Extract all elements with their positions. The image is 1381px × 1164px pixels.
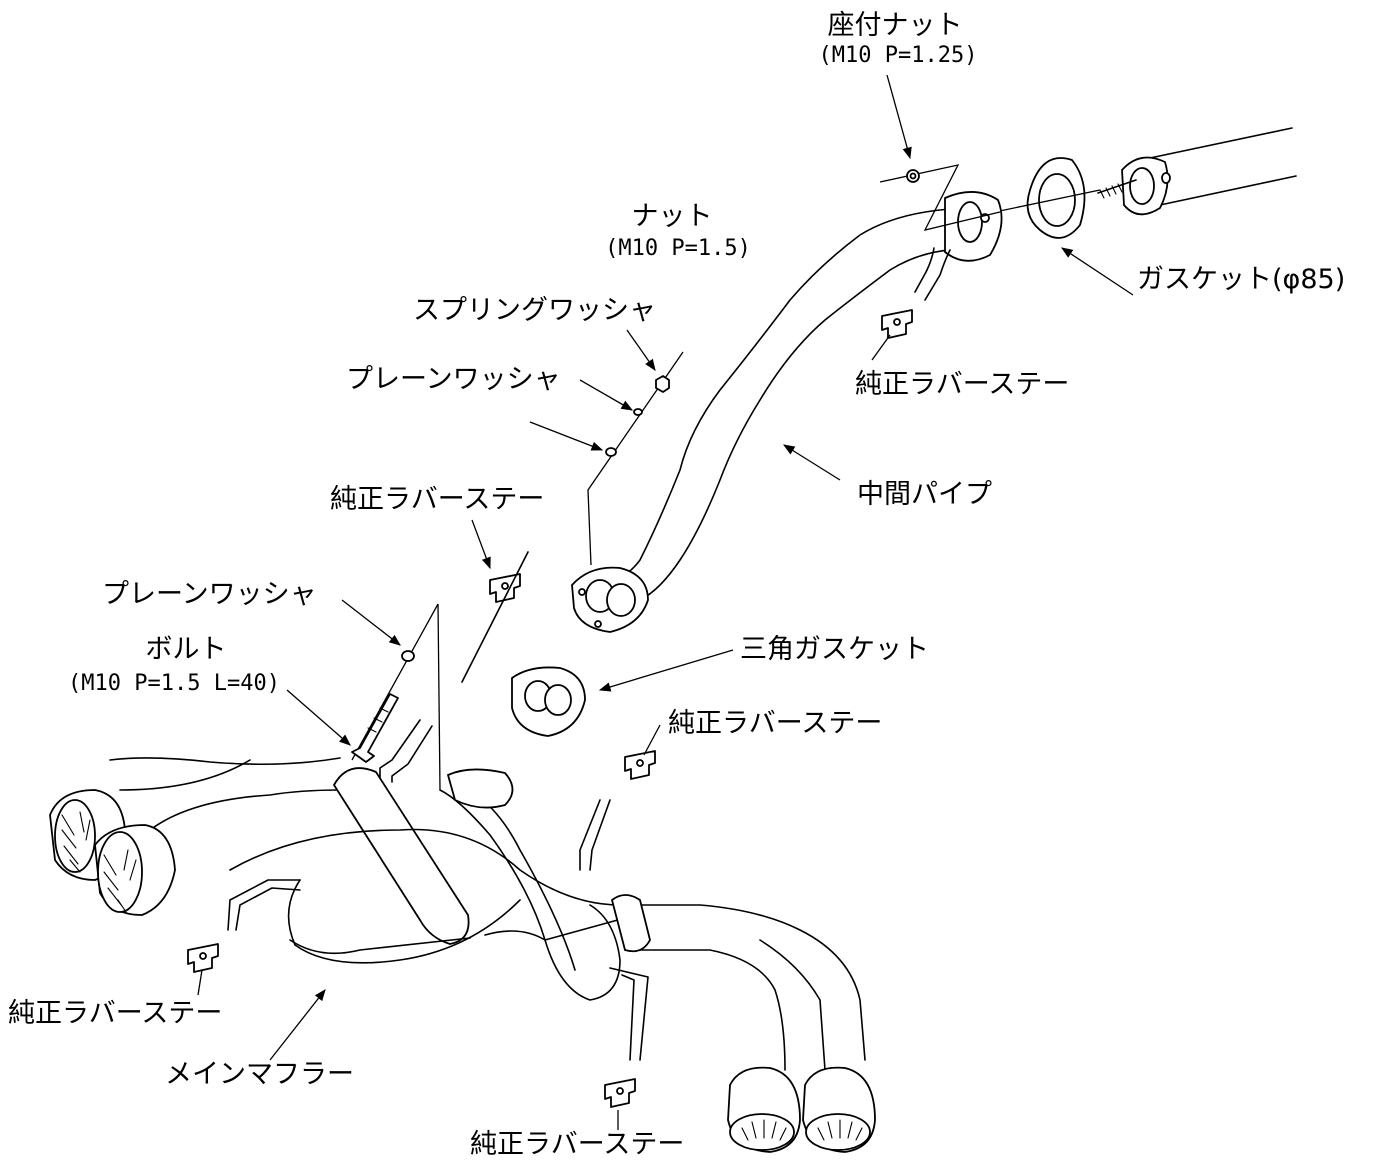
rubber-stay-label-2: 純正ラバーステー <box>330 484 544 515</box>
flange-nut-label: 座付ナット <box>828 10 963 41</box>
nut-spec: (M10 P=1.5) <box>605 236 751 261</box>
center-pipe <box>571 191 1003 633</box>
labels: 座付ナット (M10 P=1.25) ナット (M10 P=1.5) スプリング… <box>8 10 1345 1160</box>
rubber-stay-part <box>187 309 913 1108</box>
main-muffler-part <box>49 719 876 1153</box>
main-muffler-label: メインマフラー <box>165 1059 354 1090</box>
rubber-stay-label-5: 純正ラバーステー <box>470 1129 684 1160</box>
bolt-part <box>351 603 441 791</box>
rubber-stay-label-1: 純正ラバーステー <box>855 369 1069 400</box>
center-pipe-label: 中間パイプ <box>857 479 992 510</box>
front-pipe <box>1097 127 1297 216</box>
nut-washer-stack <box>587 351 684 566</box>
rubber-stay-label-4: 純正ラバーステー <box>8 998 222 1029</box>
gasket-phi85 <box>994 157 1101 239</box>
leader-arrows <box>197 74 1134 1130</box>
rubber-stay-label-3: 純正ラバーステー <box>668 708 882 739</box>
flange-nut-spec: (M10 P=1.25) <box>819 43 978 68</box>
gasket-label: ガスケット(φ85) <box>1137 264 1345 295</box>
bolt-spec: (M10 P=1.5 L=40) <box>68 671 280 696</box>
triangle-gasket-label: 三角ガスケット <box>740 634 929 665</box>
triangle-gasket-part <box>511 666 586 737</box>
spring-washer-label: スプリングワッシャ <box>413 295 656 326</box>
nut-label: ナット <box>632 201 713 232</box>
plain-washer-label-1: プレーンワッシャ <box>346 364 561 395</box>
flange-nut-part <box>879 164 1001 231</box>
plain-washer-label-2: プレーンワッシャ <box>102 579 317 610</box>
bolt-label: ボルト <box>146 634 227 665</box>
